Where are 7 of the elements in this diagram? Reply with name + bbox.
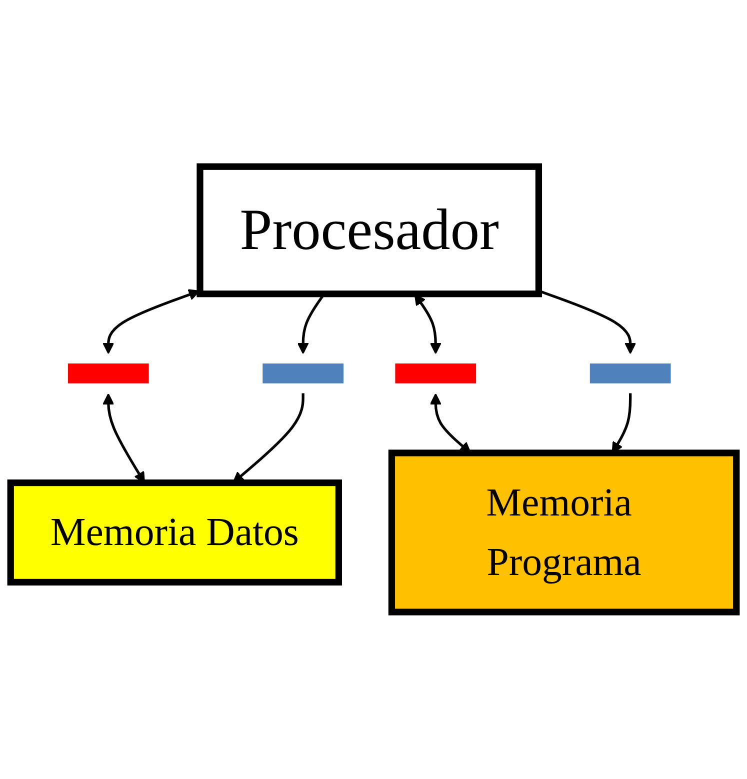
process-box: Memoria Datos — [7, 480, 342, 586]
process-box: Memoria Programa — [388, 450, 740, 616]
bus-bar — [590, 364, 671, 384]
bus-bar — [68, 364, 149, 384]
process-box: Procesador — [196, 163, 542, 298]
bus-bar — [395, 364, 476, 384]
bus-bar — [262, 364, 344, 384]
